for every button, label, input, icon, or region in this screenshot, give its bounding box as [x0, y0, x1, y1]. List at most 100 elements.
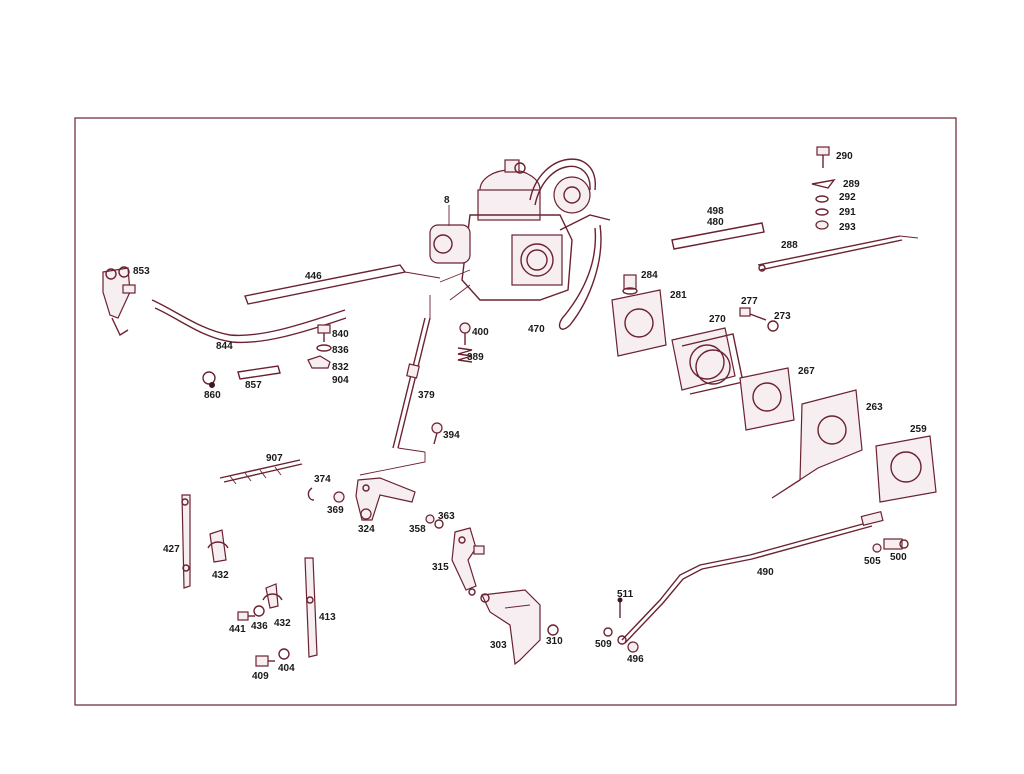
bracket-413[interactable] [304, 557, 318, 658]
washer-292[interactable] [815, 195, 829, 203]
lever-315[interactable] [451, 527, 485, 596]
label-324: 324 [358, 524, 375, 535]
label-315: 315 [432, 562, 449, 573]
fitting-500[interactable] [883, 538, 909, 550]
label-292: 292 [839, 192, 856, 203]
clip-432-lower[interactable] [262, 583, 283, 609]
label-857: 857 [245, 380, 262, 391]
clip-832[interactable] [307, 355, 331, 369]
plug-284[interactable] [622, 274, 638, 295]
spring-389[interactable] [457, 347, 473, 363]
label-277: 277 [741, 296, 758, 307]
label-511: 511 [617, 589, 634, 600]
washer-310[interactable] [547, 624, 559, 636]
label-394: 394 [443, 430, 460, 441]
label-389: 389 [467, 352, 484, 363]
label-853: 853 [133, 266, 150, 277]
fitting-505[interactable] [872, 543, 882, 553]
hose-446[interactable] [244, 264, 441, 305]
clip-289[interactable] [811, 178, 836, 189]
washer-273[interactable] [767, 320, 779, 332]
cable-907[interactable] [219, 459, 303, 485]
label-273: 273 [774, 311, 791, 322]
label-441: 441 [229, 624, 246, 635]
nut-293[interactable] [815, 220, 829, 230]
label-8: 8 [444, 195, 450, 206]
label-436: 436 [251, 621, 268, 632]
label-427: 427 [163, 544, 180, 555]
bushing-496[interactable] [627, 641, 639, 653]
hose-857[interactable] [237, 365, 281, 380]
shield-263[interactable] [771, 389, 863, 499]
connector-853[interactable] [102, 266, 136, 337]
label-860: 860 [204, 390, 221, 401]
washer-291[interactable] [815, 208, 829, 216]
washer-509[interactable] [603, 627, 613, 637]
bracket-303[interactable] [480, 589, 541, 666]
label-836: 836 [332, 345, 349, 356]
label-470: 470 [528, 324, 545, 335]
label-904: 904 [332, 375, 349, 386]
washer-836[interactable] [316, 344, 332, 352]
label-400: 400 [472, 327, 489, 338]
throttle-rod-379[interactable] [359, 295, 431, 476]
clamp-860[interactable] [202, 371, 216, 388]
cable-490[interactable] [617, 510, 884, 645]
bolt-290[interactable] [816, 146, 830, 168]
diagram-frame [74, 117, 957, 706]
label-288: 288 [781, 240, 798, 251]
label-500: 500 [890, 552, 907, 563]
label-291: 291 [839, 207, 856, 218]
label-844: 844 [216, 341, 233, 352]
label-446: 446 [305, 271, 322, 282]
label-505: 505 [864, 556, 881, 567]
bolt-441[interactable] [237, 611, 255, 621]
hose-498[interactable] [671, 222, 765, 250]
label-289: 289 [843, 179, 860, 190]
carburetor-assembly[interactable] [429, 158, 611, 330]
ball-stud-394[interactable] [431, 422, 443, 445]
hose-844[interactable] [151, 299, 347, 344]
washer-436[interactable] [253, 605, 265, 617]
label-509: 509 [595, 639, 612, 650]
label-270: 270 [709, 314, 726, 325]
label-267: 267 [798, 366, 815, 377]
label-404: 404 [278, 663, 295, 674]
label-303: 303 [490, 640, 507, 651]
label-840: 840 [332, 329, 349, 340]
adapter-270[interactable] [671, 327, 744, 395]
lever-bracket-324[interactable] [355, 477, 416, 521]
label-409: 409 [252, 671, 269, 682]
clip-432-upper[interactable] [207, 529, 229, 563]
label-281: 281 [670, 290, 687, 301]
bracket-427[interactable] [181, 494, 191, 589]
label-290: 290 [836, 151, 853, 162]
gasket-267[interactable] [739, 367, 795, 431]
label-432-lower: 432 [274, 618, 291, 629]
pin-511[interactable] [617, 597, 623, 618]
label-496: 496 [627, 654, 644, 665]
bolt-840[interactable] [317, 324, 331, 342]
ball-stud-400[interactable] [459, 322, 471, 345]
label-259: 259 [910, 424, 927, 435]
bolt-277[interactable] [739, 307, 767, 321]
label-293: 293 [839, 222, 856, 233]
clip-374[interactable] [307, 487, 315, 501]
bushing-358[interactable] [425, 514, 435, 524]
gasket-281[interactable] [611, 289, 667, 357]
label-480: 480 [707, 217, 724, 228]
washer-363[interactable] [434, 519, 444, 529]
label-432-upper: 432 [212, 570, 229, 581]
label-374: 374 [314, 474, 331, 485]
label-379: 379 [418, 390, 435, 401]
label-413: 413 [319, 612, 336, 623]
bushing-369[interactable] [333, 491, 345, 503]
label-358: 358 [409, 524, 426, 535]
gasket-259[interactable] [875, 435, 937, 503]
cable-288[interactable] [757, 235, 919, 272]
bolt-409[interactable] [255, 655, 275, 667]
label-832: 832 [332, 362, 349, 373]
washer-404[interactable] [278, 648, 290, 660]
